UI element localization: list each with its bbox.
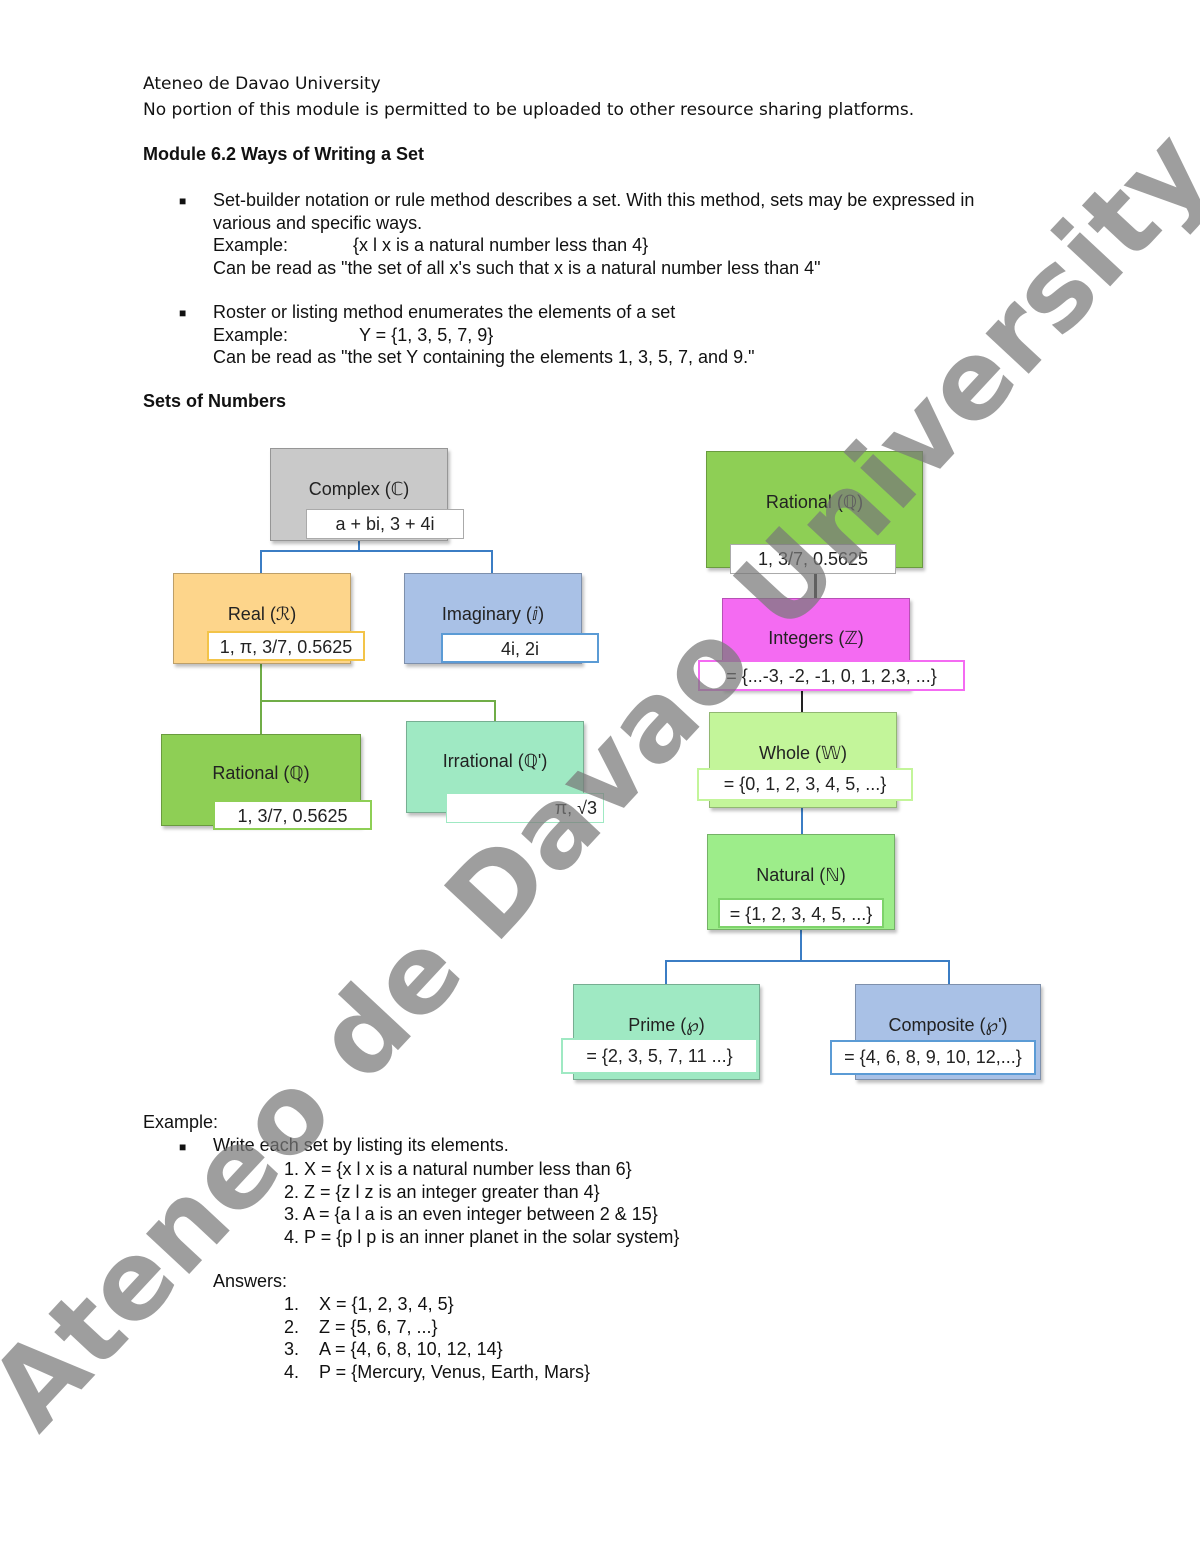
setbuilder-text-line1: Set-builder notation or rule method desc… xyxy=(213,190,975,210)
complex-label: Complex (ℂ) xyxy=(308,479,410,499)
answer-number: 2. xyxy=(284,1316,300,1337)
real-example: 1, π, 3/7, 0.5625 xyxy=(207,631,365,661)
connector-line xyxy=(801,690,803,712)
setbuilder-example: Example: {x l x is a natural number less … xyxy=(213,234,974,257)
connector-line xyxy=(494,700,496,721)
integers-label: Integers (ℤ) xyxy=(768,628,864,648)
composite-example: = {4, 6, 8, 9, 10, 12,...} xyxy=(830,1040,1036,1075)
answer-text: A = {4, 6, 8, 10, 12, 14} xyxy=(319,1339,503,1360)
answer-item: 2. Z = {5, 6, 7, ...} xyxy=(284,1316,590,1339)
connector-line xyxy=(260,664,262,734)
connector-line xyxy=(665,960,950,962)
connector-line xyxy=(260,700,496,702)
answers-label: Answers: xyxy=(213,1271,288,1291)
roster-reading: Can be read as "the set Y containing the… xyxy=(213,347,755,367)
answer-number: 4. xyxy=(284,1361,300,1382)
bullet-marker: ■ xyxy=(179,306,187,320)
answer-item: 3. A = {4, 6, 8, 10, 12, 14} xyxy=(284,1338,590,1361)
module-title: Module 6.2 Ways of Writing a Set xyxy=(143,144,425,164)
answer-text: Z = {5, 6, 7, ...} xyxy=(319,1316,438,1337)
roster-text-line1: Roster or listing method enumerates the … xyxy=(213,302,676,322)
natural-example: = {1, 2, 3, 4, 5, ...} xyxy=(718,898,884,928)
composite-label: Composite (℘') xyxy=(888,1015,1008,1035)
connector-line xyxy=(260,550,262,573)
example-value: {x l x is a natural number less than 4} xyxy=(353,235,649,255)
example-heading: Example: xyxy=(143,1112,219,1132)
university-header: Ateneo de Davao University xyxy=(143,74,381,94)
setbuilder-reading: Can be read as "the set of all x's such … xyxy=(213,257,821,278)
example-item: 3. A = {a l a is an even integer between… xyxy=(284,1204,658,1225)
example-items: 1. X = {x l x is a natural number less t… xyxy=(284,1158,679,1248)
whole-example: = {0, 1, 2, 3, 4, 5, ...} xyxy=(697,768,913,801)
setbuilder-text-line2: various and specific ways. xyxy=(213,212,423,233)
roster-description: Roster or listing method enumerates the … xyxy=(213,301,754,369)
connector-line xyxy=(800,930,802,962)
connector-line xyxy=(814,574,817,598)
roster-example: Example: Y = {1, 3, 5, 7, 9} xyxy=(213,324,754,347)
example-item: 4. P = {p l p is an inner planet in the … xyxy=(284,1226,680,1247)
prime-label: Prime (℘) xyxy=(628,1015,705,1035)
imaginary-label: Imaginary (ⅈ) xyxy=(441,604,545,624)
bullet-marker: ■ xyxy=(179,194,187,208)
example-label: Example: xyxy=(213,235,289,255)
irrational-label: Irrational (ℚ') xyxy=(442,751,548,771)
answer-text: P = {Mercury, Venus, Earth, Mars} xyxy=(319,1361,590,1382)
rational-left-label: Rational (ℚ) xyxy=(212,763,310,783)
integers-example: = {...-3, -2, -1, 0, 1, 2,3, ...} xyxy=(698,660,965,691)
upload-notice: No portion of this module is permitted t… xyxy=(143,100,915,120)
whole-label: Whole (𝕎) xyxy=(759,743,847,763)
connector-line xyxy=(260,550,493,552)
answer-item: 4. P = {Mercury, Venus, Earth, Mars} xyxy=(284,1361,590,1384)
connector-line xyxy=(491,550,493,573)
real-label: Real (ℛ) xyxy=(227,604,297,624)
answer-text: X = {1, 2, 3, 4, 5} xyxy=(319,1294,454,1314)
example-value: Y = {1, 3, 5, 7, 9} xyxy=(359,324,494,345)
answer-number: 1. xyxy=(284,1294,300,1314)
example-instruction: Write each set by listing its elements. xyxy=(213,1135,509,1155)
complex-example: a + bi, 3 + 4i xyxy=(306,509,464,539)
connector-line xyxy=(948,960,950,984)
setbuilder-description: Set-builder notation or rule method desc… xyxy=(213,189,974,279)
connector-line xyxy=(358,541,360,552)
example-label: Example: xyxy=(213,324,289,345)
prime-example: = {2, 3, 5, 7, 11 ...} xyxy=(561,1038,758,1074)
connector-line xyxy=(665,960,667,984)
natural-label: Natural (ℕ) xyxy=(756,865,846,885)
example-item: 2. Z = {z l z is an integer greater than… xyxy=(284,1181,600,1202)
rational-right-label: Rational (ℚ) xyxy=(765,492,864,512)
irrational-example: π, √3 xyxy=(446,793,604,823)
sets-of-numbers-title: Sets of Numbers xyxy=(143,391,287,411)
rational-left-example: 1, 3/7, 0.5625 xyxy=(213,800,372,830)
example-item: 1. X = {x l x is a natural number less t… xyxy=(284,1159,632,1179)
answer-number: 3. xyxy=(284,1339,300,1360)
answer-item: 1. X = {1, 2, 3, 4, 5} xyxy=(284,1293,590,1316)
connector-line xyxy=(801,808,803,834)
bullet-marker: ■ xyxy=(179,1140,187,1154)
rational-right-example: 1, 3/7, 0.5625 xyxy=(730,544,896,574)
imaginary-example: 4i, 2i xyxy=(441,633,599,663)
answers-list: 1. X = {1, 2, 3, 4, 5} 2. Z = {5, 6, 7, ..… xyxy=(284,1293,590,1383)
